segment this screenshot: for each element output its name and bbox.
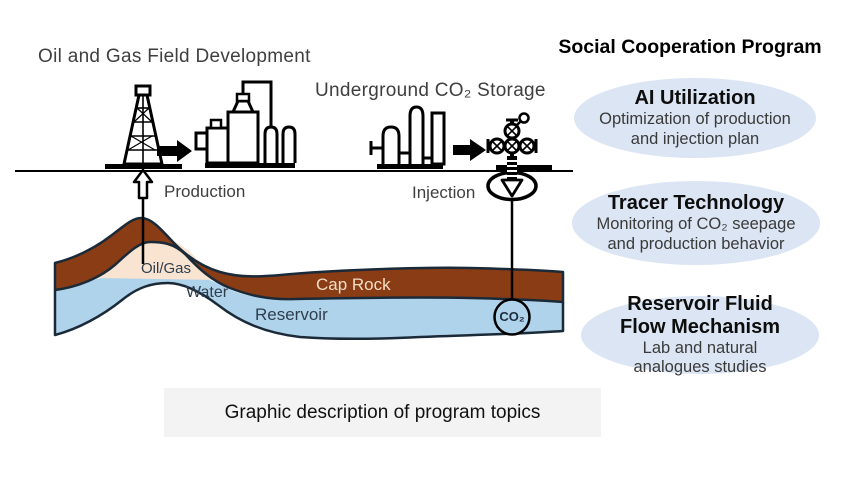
label-oil-gas: Oil/Gas <box>141 260 192 277</box>
production-well-line <box>132 168 154 264</box>
label-water: Water <box>186 284 229 301</box>
arrow-right-icon <box>453 139 486 161</box>
bubble-title: Tracer Technology <box>607 192 785 214</box>
program-title: Social Cooperation Program <box>558 36 822 58</box>
label-cap-rock: Cap Rock <box>316 275 391 294</box>
derrick-pad <box>105 164 182 169</box>
arrow-right-icon <box>157 140 192 162</box>
title-oil-gas-development: Oil and Gas Field Development <box>38 46 311 67</box>
injection-arrow-ellipse <box>486 156 538 202</box>
ground-line <box>15 164 573 172</box>
program-bubble-tracer-technology: Tracer Technology Monitoring of CO₂ seep… <box>572 181 820 265</box>
up-arrow-icon <box>132 168 154 200</box>
bubble-title: AI Utilization <box>634 87 756 109</box>
label-injection: Injection <box>412 183 476 202</box>
wellhead-pad <box>496 165 552 170</box>
wellhead-icon <box>486 112 538 162</box>
bubble-title: Reservoir Fluid Flow Mechanism <box>619 292 781 338</box>
cap-rock-layer <box>53 216 565 304</box>
label-co2: CO₂ <box>499 309 525 324</box>
bubble-body: Monitoring of CO₂ seepage and production… <box>596 215 796 253</box>
program-bubble-reservoir-fluid-flow: Reservoir Fluid Flow Mechanism Lab and n… <box>581 292 819 376</box>
caption-box: Graphic description of program topics <box>164 388 601 437</box>
injection-well-line <box>493 198 531 336</box>
bubble-body: Optimization of production and injection… <box>599 110 791 148</box>
co2-circle <box>493 298 531 336</box>
caption-text: Graphic description of program topics <box>224 401 541 423</box>
bubble-body: Lab and natural analogues studies <box>633 338 767 377</box>
label-reservoir: Reservoir <box>255 305 328 324</box>
gas-plant-icon <box>194 80 297 168</box>
derrick-icon <box>122 84 164 166</box>
title-underground-co2-storage: Underground CO₂ Storage <box>315 80 546 101</box>
label-production: Production <box>164 182 246 201</box>
program-bubble-ai-utilization: AI Utilization Optimization of productio… <box>574 78 816 158</box>
injection-plant-icon <box>369 105 446 169</box>
reservoir-layer <box>53 278 565 341</box>
